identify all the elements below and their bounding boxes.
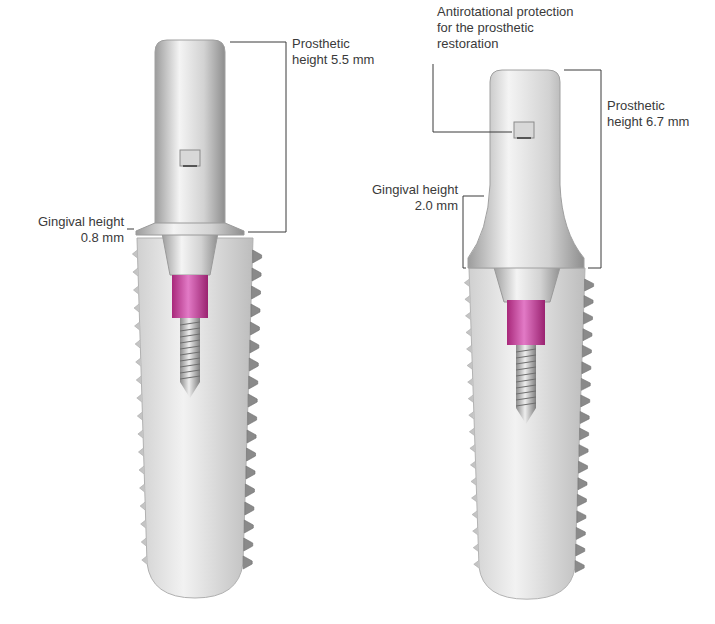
screw-shaft	[516, 345, 536, 424]
abutment	[155, 40, 225, 232]
implant-body	[464, 268, 593, 599]
dimension-label: Gingival height 2.0 mm	[354, 182, 458, 214]
gingival-collar	[136, 223, 244, 235]
screw-head	[507, 300, 545, 345]
abutment-cone	[162, 233, 218, 275]
antirotation-flat	[514, 122, 534, 138]
abutment	[468, 70, 584, 268]
implant-body	[132, 238, 261, 598]
dimension-label: Prosthetic height 6.7 mm	[607, 98, 699, 130]
screw-shaft	[180, 318, 200, 398]
abutment-cone	[493, 264, 561, 302]
dimension-label: Gingival height 0.8 mm	[20, 214, 124, 246]
screw-head	[172, 275, 208, 318]
callout-label: Antirotational protection for the prosth…	[437, 4, 577, 52]
dimension-brackets	[127, 42, 601, 268]
antirotation-flat	[180, 150, 200, 166]
dimension-label: Prosthetic height 5.5 mm	[292, 36, 384, 68]
